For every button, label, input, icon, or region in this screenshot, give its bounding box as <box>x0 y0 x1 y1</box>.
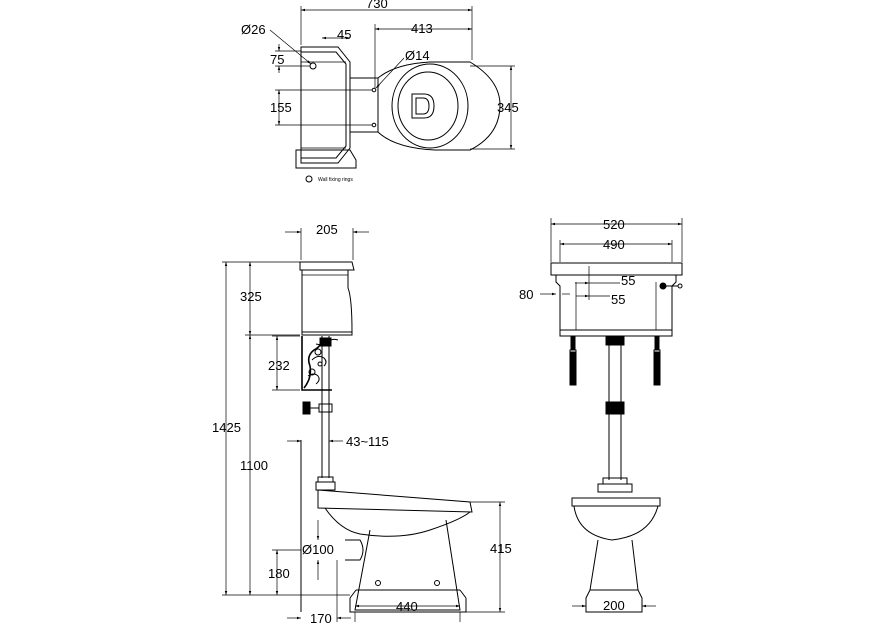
svg-text:520: 520 <box>603 217 625 232</box>
dim-80: 80 <box>519 287 570 302</box>
dim-325: 325 <box>240 261 300 336</box>
svg-text:415: 415 <box>490 541 512 556</box>
front-view-pipe <box>597 336 633 493</box>
top-view-bowl <box>377 61 501 151</box>
svg-text:1100: 1100 <box>240 458 268 473</box>
dim-180: 180 <box>268 549 301 595</box>
label-hole-14: Ø14 <box>375 48 430 89</box>
note-wall-fixing: Wall fixing rings <box>305 175 353 183</box>
front-view-pan <box>571 497 661 613</box>
front-view-cistern <box>550 262 683 337</box>
svg-text:Ø26: Ø26 <box>241 22 266 37</box>
dim-440: 440 <box>354 599 461 622</box>
dim-55-b: 55 <box>576 292 625 307</box>
svg-text:45: 45 <box>337 27 351 42</box>
side-view-flush-pipe <box>302 336 336 491</box>
dim-1100: 1100 <box>240 335 268 595</box>
dim-520: 520 <box>550 217 683 262</box>
svg-text:345: 345 <box>497 100 519 115</box>
svg-text:325: 325 <box>240 289 262 304</box>
side-view-pan <box>317 489 473 613</box>
front-view-chains <box>569 336 661 386</box>
dim-232: 232 <box>268 335 300 391</box>
svg-text:55: 55 <box>611 292 625 307</box>
svg-text:232: 232 <box>268 358 290 373</box>
side-view: 205 325 232 1425 1100 43~115 <box>212 222 512 626</box>
svg-text:Wall fixing rings: Wall fixing rings <box>318 177 353 183</box>
top-view-neck <box>350 77 378 133</box>
side-view-cistern <box>299 261 355 336</box>
svg-text:490: 490 <box>603 237 625 252</box>
svg-text:200: 200 <box>603 598 625 613</box>
svg-text:730: 730 <box>366 0 388 11</box>
svg-text:413: 413 <box>411 21 433 36</box>
svg-text:170: 170 <box>310 611 332 625</box>
dim-413: 413 <box>374 21 472 88</box>
dim-170: 170 <box>287 560 351 626</box>
label-hole-26: Ø26 <box>241 22 312 65</box>
svg-text:80: 80 <box>519 287 533 302</box>
dim-155: 155 <box>270 89 372 126</box>
dim-55-a: 55 <box>575 266 635 300</box>
dim-415: 415 <box>466 501 512 613</box>
svg-text:Ø14: Ø14 <box>405 48 430 63</box>
dim-345: 345 <box>470 65 519 150</box>
top-view: 730 45 413 Ø26 Ø14 75 <box>241 0 519 183</box>
dim-43-115: 43~115 <box>287 434 389 449</box>
dim-205: 205 <box>285 222 369 260</box>
front-view: 520 490 55 55 80 200 <box>519 217 683 613</box>
svg-text:55: 55 <box>621 273 635 288</box>
svg-text:Ø100: Ø100 <box>302 542 334 557</box>
svg-text:75: 75 <box>270 52 284 67</box>
dim-1425: 1425 <box>212 261 350 596</box>
dim-45: 45 <box>322 27 351 42</box>
top-view-cistern <box>295 46 357 169</box>
svg-text:1425: 1425 <box>212 420 241 435</box>
svg-text:205: 205 <box>316 222 338 237</box>
dim-outlet-100: Ø100 <box>302 520 334 580</box>
svg-text:155: 155 <box>270 100 292 115</box>
dim-490: 490 <box>559 237 673 262</box>
svg-text:180: 180 <box>268 566 290 581</box>
svg-text:440: 440 <box>396 599 418 614</box>
dim-730: 730 <box>300 0 473 60</box>
dim-75: 75 <box>270 44 310 73</box>
svg-text:43~115: 43~115 <box>346 434 389 449</box>
dim-200: 200 <box>572 598 656 613</box>
